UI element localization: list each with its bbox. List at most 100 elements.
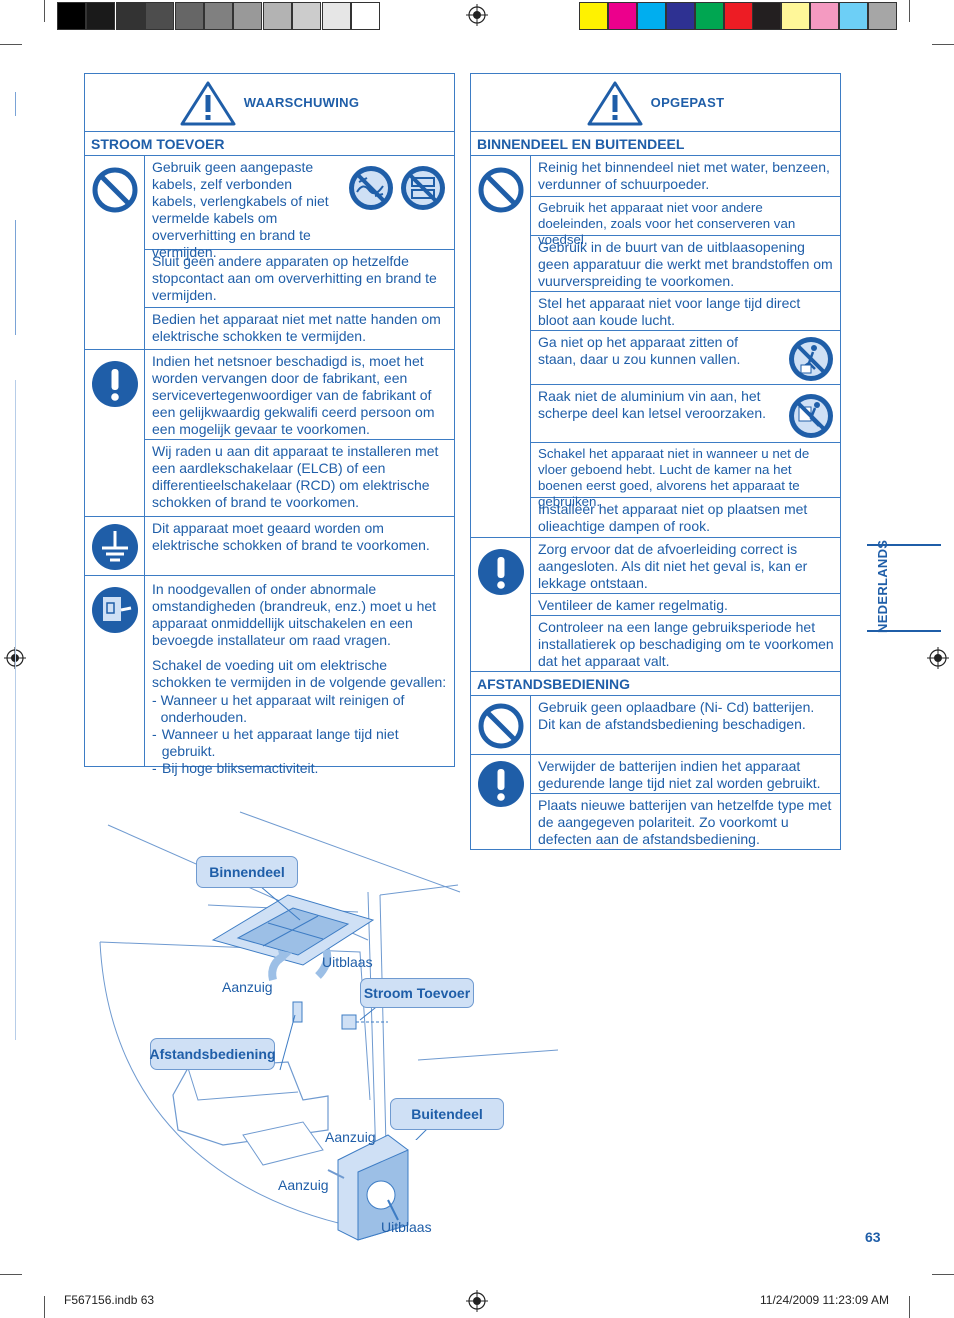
prohibit-cell <box>85 156 145 350</box>
gray-swatch <box>233 2 263 30</box>
gray-swatch <box>351 2 380 30</box>
mandatory-cell <box>471 538 531 672</box>
label-intake-outdoor-side: Aanzuig <box>278 1177 329 1193</box>
bullet-text: Wanneer u het apparaat lange tijd niet g… <box>161 726 399 759</box>
label-outlet-outdoor: Uitblaas <box>381 1219 432 1235</box>
bullet-text: Bij hoge bliksemactiviteit. <box>162 760 319 776</box>
gray-swatch <box>174 2 204 30</box>
label-intake-outdoor-top: Aanzuig <box>325 1129 376 1145</box>
color-swatch <box>579 2 608 30</box>
caution-text-remove-batteries: Verwijder de batterijen indien het appar… <box>531 755 841 794</box>
bullet-item: -Bij hoge bliksemactiviteit. <box>152 760 319 776</box>
mandatory-cell <box>85 350 145 517</box>
crop-mark <box>0 44 22 45</box>
section-indoor-outdoor: BINNENDEEL EN BUITENDEEL <box>471 132 840 156</box>
label-indoor-unit: Binnendeel <box>196 856 298 888</box>
warning-text-power-cord: Indien het netsnoer beschadigd is, moet … <box>145 350 455 440</box>
no-modified-cable-icon <box>349 166 393 210</box>
color-swatch <box>665 2 695 30</box>
side-tab-rule <box>867 630 941 632</box>
caution-text-sit: Ga niet op het apparaat zitten of staan,… <box>531 331 841 385</box>
color-swatch <box>810 2 840 30</box>
warning-text-switch-off: Schakel de voeding uit om elektrische sc… <box>152 657 447 690</box>
prohibit-cell <box>471 156 531 538</box>
caution-text-drain: Zorg ervoor dat de afvoerleiding correct… <box>531 538 841 594</box>
caution-text-rack: Controleer na een lange gebruiksperiode … <box>531 616 841 672</box>
side-tab-rule <box>867 544 941 546</box>
caution-text-fuel: Gebruik in de buurt van de uitblaasopeni… <box>531 236 841 292</box>
warning-text-cables: Gebruik geen aangepaste kabels, zelf ver… <box>145 156 455 260</box>
color-swatch <box>694 2 724 30</box>
crop-mark <box>909 0 910 22</box>
gray-swatch <box>292 2 322 30</box>
caution-triangle-icon <box>587 81 643 125</box>
label-intake-indoor: Aanzuig <box>222 979 273 995</box>
earth-cell <box>85 517 145 576</box>
prohibit-cell <box>471 696 531 755</box>
color-swatch <box>607 2 637 30</box>
caution-text-cold-air: Stel het apparaat niet voor lange tijd d… <box>531 292 841 331</box>
caution-panel: OPGEPAST BINNENDEEL EN BUITENDEEL Reinig… <box>470 73 841 850</box>
caution-text-oily: Installeer het apparaat niet op plaatsen… <box>531 498 841 538</box>
crop-mark <box>932 44 954 45</box>
section-remote-control: AFSTANDSBEDIENING <box>471 672 840 696</box>
warning-emergency-block: In noodgevallen of onder abnormale omsta… <box>145 576 455 776</box>
warning-text-wet-hands: Bedien het apparaat niet met natte hande… <box>145 308 455 350</box>
color-swatch <box>839 2 869 30</box>
color-swatch <box>752 2 782 30</box>
warning-text-emergency: In noodgevallen of onder abnormale omsta… <box>152 581 437 648</box>
crop-mark <box>932 1274 954 1275</box>
caution-text-clean: Reinig het binnendeel niet met water, be… <box>531 156 841 197</box>
label-outdoor-unit: Buitendeel <box>390 1098 504 1130</box>
warning-panel: WAARSCHUWING STROOM TOEVOER Gebruik geen… <box>84 73 455 776</box>
caution-text-fin: Raak niet de aluminium vin aan, het sche… <box>531 385 841 443</box>
guide-line <box>15 220 16 335</box>
no-extension-cord-icon <box>401 166 445 210</box>
label-outlet-indoor: Uitblaas <box>322 954 373 970</box>
caution-text-ventilate: Ventileer de kamer regelmatig. <box>531 594 841 616</box>
registration-mark-icon <box>466 4 488 26</box>
color-swatch <box>636 2 666 30</box>
exclamation-icon <box>477 761 524 807</box>
no-standing-icon <box>789 337 833 381</box>
prohibition-icon <box>478 167 523 213</box>
caution-text-polarity: Plaats nieuwe batterijen van hetzelfde t… <box>538 797 832 847</box>
registration-mark-icon <box>927 647 949 669</box>
caution-header: OPGEPAST <box>471 74 840 132</box>
caution-title: OPGEPAST <box>650 95 725 110</box>
prohibition-icon <box>92 167 137 213</box>
page-number: 63 <box>865 1229 881 1245</box>
crop-mark <box>0 1274 22 1275</box>
gray-swatch <box>115 2 145 30</box>
warning-text-earth: Dit apparaat moet geaard worden om elekt… <box>145 517 455 576</box>
earth-ground-icon <box>91 524 138 570</box>
footer-file: F567156.indb 63 <box>64 1293 155 1307</box>
gray-swatch <box>86 2 116 30</box>
warning-triangle-icon <box>180 81 236 125</box>
crop-mark <box>909 1296 910 1318</box>
no-touch-fin-icon <box>789 394 833 438</box>
footer-date: 11/24/2009 11:23:09 AM <box>760 1293 889 1307</box>
switch-off-cell <box>85 576 145 767</box>
warning-title: WAARSCHUWING <box>243 95 360 110</box>
registration-mark-icon <box>466 1290 488 1312</box>
gray-swatch <box>145 2 175 30</box>
exclamation-icon <box>477 549 524 595</box>
side-tab-language: NEDERLANDS <box>875 539 890 633</box>
prohibition-icon <box>478 703 523 749</box>
crop-mark <box>44 0 45 22</box>
caution-text-floor-wax: Schakel het apparaat niet in wanneer u n… <box>531 443 841 509</box>
switch-off-plug-icon <box>91 587 138 633</box>
caution-text-nicd: Gebruik geen oplaadbare (Ni- Cd) batteri… <box>531 696 841 755</box>
guide-line <box>15 380 16 1040</box>
warning-text-elcb: Wij raden u aan dit apparaat te installe… <box>145 440 455 517</box>
label-power-supply: Stroom Toevoer <box>360 978 474 1008</box>
color-swatch <box>723 2 753 30</box>
color-swatch <box>781 2 811 30</box>
exclamation-icon <box>91 361 138 407</box>
mandatory-cell <box>471 755 531 850</box>
label-remote-control: Afstandsbediening <box>150 1038 276 1070</box>
guide-line <box>15 92 16 116</box>
caution-text-purpose: Gebruik het apparaat niet voor andere do… <box>531 197 841 247</box>
warning-header: WAARSCHUWING <box>85 74 454 132</box>
